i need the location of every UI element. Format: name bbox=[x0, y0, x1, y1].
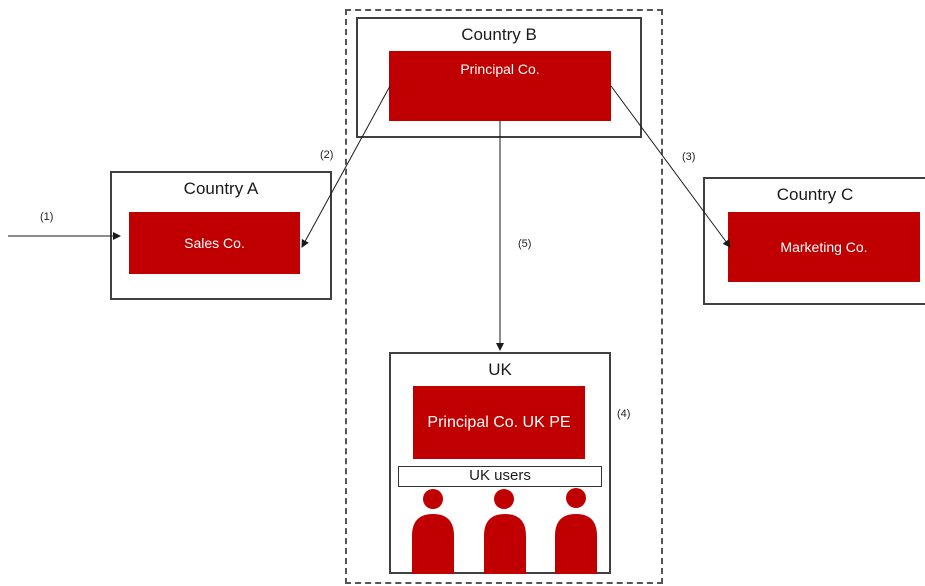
step-5-label: (5) bbox=[518, 238, 532, 250]
uk-title: UK bbox=[488, 360, 512, 379]
dashed-group-border bbox=[345, 9, 663, 584]
uk-users-label: UK users bbox=[469, 467, 531, 484]
country-a-title: Country A bbox=[183, 179, 259, 198]
country-b-title: Country B bbox=[461, 25, 537, 44]
principal-co-uk-pe-box: Principal Co. UK PE bbox=[413, 386, 585, 459]
principal-co-label: Principal Co. bbox=[460, 61, 540, 77]
country-c-title: Country C bbox=[776, 185, 854, 204]
uk-users-bar: UK users bbox=[398, 466, 602, 487]
sales-co-label: Sales Co. bbox=[184, 235, 245, 251]
principal-co-uk-pe-label: Principal Co. UK PE bbox=[427, 413, 571, 431]
principal-co-box: Principal Co. bbox=[389, 51, 611, 121]
step-3-label: (3) bbox=[682, 151, 696, 163]
marketing-co-box: Marketing Co. bbox=[728, 212, 920, 282]
step-4-label: (4) bbox=[617, 408, 631, 420]
step-1-label: (1) bbox=[40, 211, 54, 223]
sales-co-box: Sales Co. bbox=[129, 212, 300, 274]
step-2-label: (2) bbox=[320, 149, 334, 161]
marketing-co-label: Marketing Co. bbox=[780, 239, 868, 255]
